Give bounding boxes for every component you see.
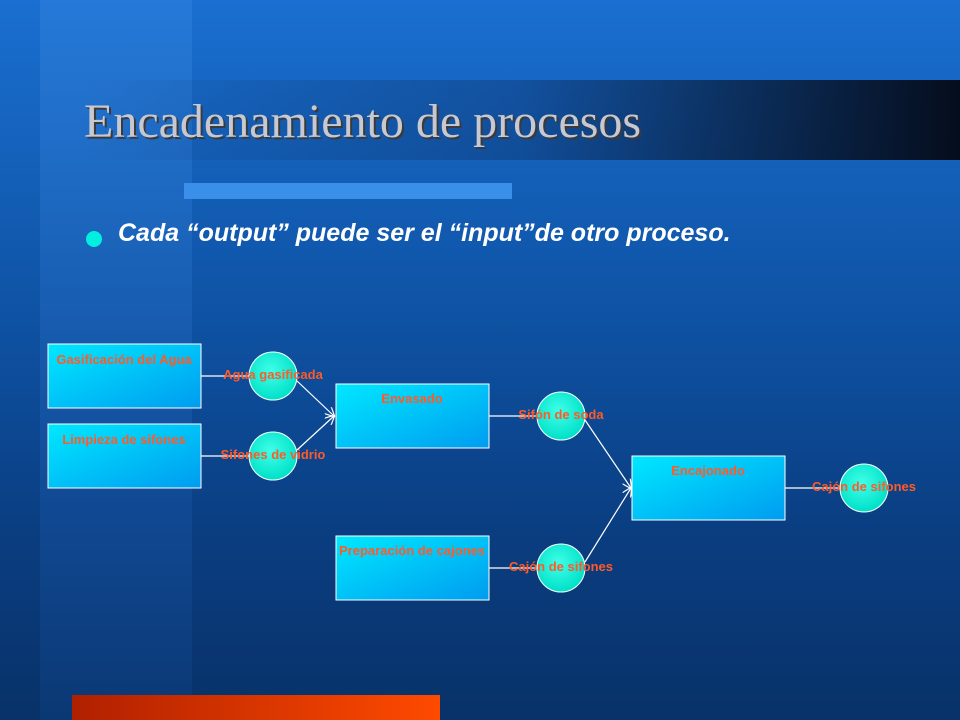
product-cajon-sifones-1: Cajón de sifones	[509, 543, 613, 593]
process-label: Gasificación del Agua	[56, 352, 192, 367]
process-preparacion: Preparación de cajones	[335, 535, 490, 601]
product-circle	[248, 431, 298, 481]
process-box	[47, 423, 202, 489]
title-background-bar	[80, 80, 960, 160]
process-box	[335, 383, 490, 449]
process-box	[335, 535, 490, 601]
bullet-text: Cada “output” puede ser el “input”de otr…	[118, 219, 731, 247]
connector-lines	[201, 375, 840, 569]
product-sifones-vidrio: Sifones de vidrio	[221, 431, 326, 481]
connector-arrow	[584, 419, 631, 488]
process-label: Limpieza de sifones	[62, 432, 186, 447]
product-label: Cajón de sifones	[812, 479, 916, 494]
bullet-dot-icon	[86, 231, 102, 247]
connector-arrow	[296, 416, 334, 451]
product-circle	[248, 351, 298, 401]
product-cajon-sifones-2: Cajón de sifones	[812, 463, 916, 513]
process-limpieza: Limpieza de sifones	[47, 423, 202, 489]
product-label: Sifones de vidrio	[221, 447, 326, 462]
product-label: Cajón de sifones	[509, 559, 613, 574]
process-label: Envasado	[381, 391, 442, 406]
bottom-accent-bar	[72, 695, 440, 720]
connector-arrow	[584, 488, 631, 563]
process-encajonado: Encajonado	[631, 455, 786, 521]
process-gasificacion: Gasificación del Agua	[47, 343, 202, 409]
product-sifon-soda: Sifón de soda	[518, 391, 604, 441]
process-label: Encajonado	[671, 463, 745, 478]
connector-arrow	[296, 380, 334, 416]
process-box	[47, 343, 202, 409]
process-envasado: Envasado	[335, 383, 490, 449]
slide-title: Encadenamiento de procesos	[84, 95, 642, 148]
title-underline-bar	[184, 183, 512, 199]
product-circle	[536, 391, 586, 441]
product-agua-gasificada: Agua gasificada	[223, 351, 324, 401]
product-label: Agua gasificada	[223, 367, 323, 382]
product-label: Sifón de soda	[518, 407, 604, 422]
product-circle	[839, 463, 889, 513]
process-box	[631, 455, 786, 521]
product-circle	[536, 543, 586, 593]
process-label: Preparación de cajones	[339, 543, 485, 558]
